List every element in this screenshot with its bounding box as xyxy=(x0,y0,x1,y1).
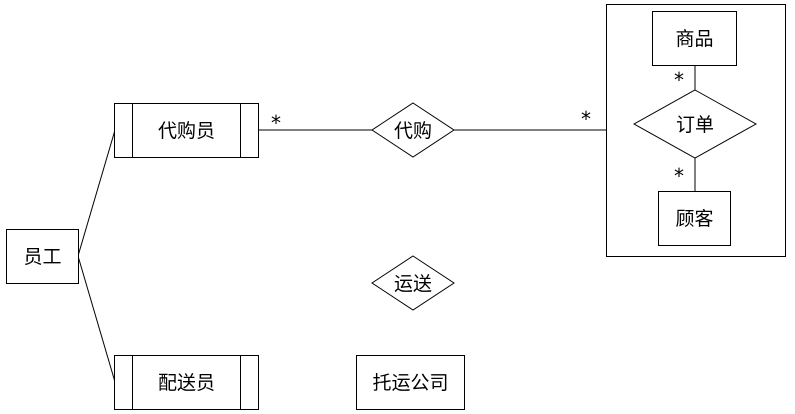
product-entity: 商品 xyxy=(652,11,737,66)
customer-label: 顾客 xyxy=(675,208,713,230)
purchaser-entity: 代购员 xyxy=(114,103,259,158)
delivery-label: 运送 xyxy=(394,273,432,295)
product-label: 商品 xyxy=(675,28,713,50)
employee-deliverer-line xyxy=(77,255,116,383)
order-label: 订单 xyxy=(676,114,714,136)
purchase-label: 代购 xyxy=(394,120,432,142)
order-aggregation-box xyxy=(606,4,786,257)
deliverer-entity: 配送员 xyxy=(114,355,259,410)
purchase-relationship: 代购 xyxy=(371,102,455,158)
employee-purchaser-line xyxy=(77,129,116,257)
employee-label: 员工 xyxy=(23,246,61,268)
order-multiplicity: * xyxy=(581,107,591,131)
shipping-company-entity: 托运公司 xyxy=(356,355,465,410)
purchaser-label: 代购员 xyxy=(158,120,215,142)
shipping-company-label: 托运公司 xyxy=(372,372,448,394)
customer-multiplicity: * xyxy=(674,164,684,188)
deliverer-label: 配送员 xyxy=(158,372,215,394)
delivery-relationship: 运送 xyxy=(371,255,455,311)
order-relationship: 订单 xyxy=(632,89,758,159)
purchaser-multiplicity: * xyxy=(271,111,281,135)
employee-entity: 员工 xyxy=(6,229,79,284)
customer-entity: 顾客 xyxy=(658,191,731,246)
product-multiplicity: * xyxy=(674,68,684,92)
